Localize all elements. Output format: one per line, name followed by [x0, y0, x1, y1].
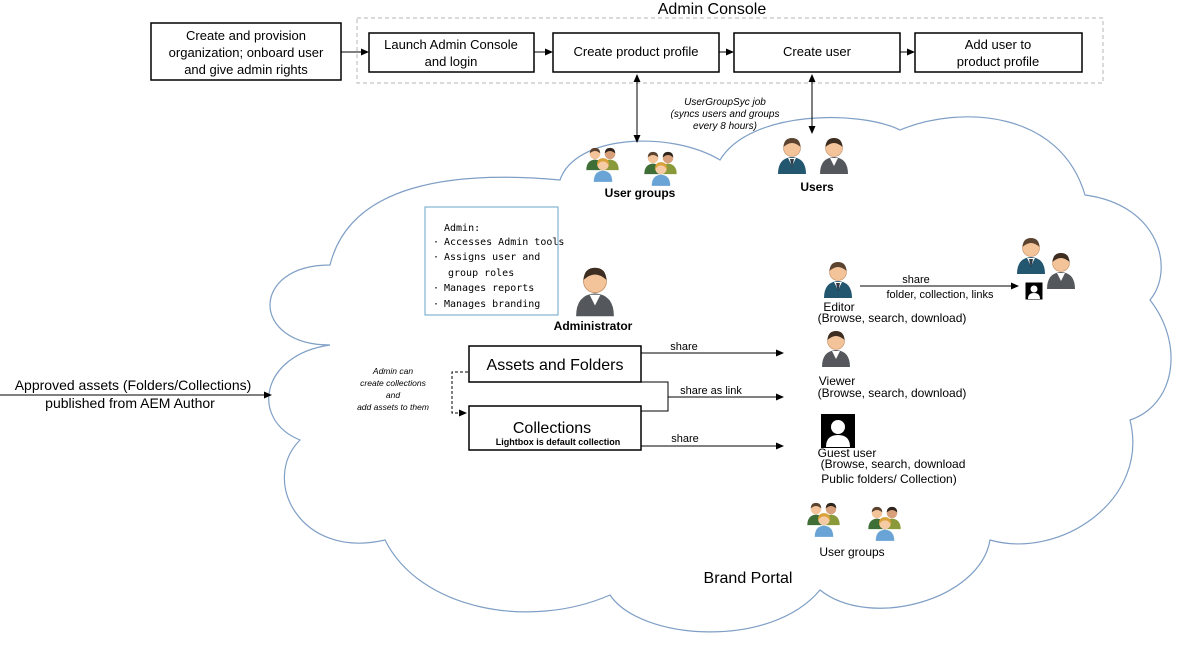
user-groups-label-bottom: User groups	[819, 545, 884, 559]
svg-text:group roles: group roles	[448, 268, 514, 279]
svg-text:create collections: create collections	[360, 378, 426, 388]
svg-text:Collections: Collections	[513, 420, 591, 437]
administrator-label: Administrator	[554, 319, 633, 333]
admin-can-bracket	[451, 371, 468, 417]
guest-user-label: Guest user	[818, 446, 877, 460]
guest-silhouette-icon	[1025, 282, 1043, 300]
assets-and-folders-box: Assets and Folders	[468, 345, 642, 383]
admin-console-title: Admin Console	[658, 1, 767, 18]
step-create-user: Create user	[733, 32, 901, 73]
editor-share-label: share	[902, 274, 930, 286]
viewer-label: Viewer	[819, 374, 855, 388]
step-launch-admin-console: Launch Admin Console and login	[368, 32, 535, 73]
svg-text:organization; onboard user: organization; onboard user	[169, 45, 324, 60]
svg-text:product profile: product profile	[957, 54, 1039, 69]
guest-user-desc-2: Public folders/ Collection)	[821, 472, 956, 486]
svg-text:and: and	[386, 390, 400, 400]
step-provision-organization: Create and provision organization; onboa…	[150, 22, 342, 81]
editor-share-detail: folder, collection, links	[887, 289, 994, 301]
svg-text:·: ·	[433, 237, 439, 248]
svg-text:Manages branding: Manages branding	[444, 299, 540, 310]
svg-text:·: ·	[433, 299, 439, 310]
svg-text:Launch Admin Console: Launch Admin Console	[384, 37, 518, 52]
svg-text:Manages reports: Manages reports	[444, 283, 534, 294]
guest-user-desc-1: (Browse, search, download	[821, 457, 966, 471]
svg-text:Assigns user and: Assigns user and	[444, 252, 540, 263]
svg-text:Add user to: Add user to	[965, 37, 1032, 52]
svg-text:Admin:: Admin:	[444, 223, 480, 234]
admin-note: Admin: · Accesses Admin tools · Assigns …	[424, 206, 564, 316]
approved-assets-line2: published from AEM Author	[45, 395, 215, 411]
users-label: Users	[800, 180, 834, 194]
editor-label: Editor	[823, 300, 854, 314]
guest-user-icon	[821, 414, 855, 448]
svg-text:UserGroupSyc job: UserGroupSyc job	[684, 97, 766, 108]
admin-console-region	[356, 17, 1104, 84]
svg-text:and login: and login	[425, 54, 478, 69]
svg-text:add assets to them: add assets to them	[357, 402, 429, 412]
svg-text:Create product profile: Create product profile	[573, 44, 698, 59]
share-label-1: share	[670, 341, 698, 353]
svg-text:and give admin rights: and give admin rights	[184, 62, 308, 77]
svg-text:(syncs users and groups: (syncs users and groups	[671, 109, 780, 120]
svg-text:Create and provision: Create and provision	[186, 28, 306, 43]
svg-text:Assets and Folders: Assets and Folders	[487, 357, 624, 374]
share-as-link-label: share as link	[680, 385, 742, 397]
admin-can-note: Admin can create collections and add ass…	[357, 366, 429, 412]
approved-assets-line1: Approved assets (Folders/Collections)	[15, 377, 252, 393]
svg-text:Accesses Admin tools: Accesses Admin tools	[444, 237, 564, 248]
brand-portal-label: Brand Portal	[704, 570, 793, 587]
svg-text:·: ·	[433, 283, 439, 294]
editor-desc: (Browse, search, download)	[818, 311, 967, 325]
step-create-product-profile: Create product profile	[552, 32, 720, 73]
user-groups-label-top: User groups	[605, 186, 676, 200]
svg-text:Admin can: Admin can	[372, 366, 413, 376]
svg-text:Lightbox is default collection: Lightbox is default collection	[496, 437, 621, 447]
viewer-desc: (Browse, search, download)	[818, 386, 967, 400]
svg-text:·: ·	[433, 252, 439, 263]
collections-box: Collections Lightbox is default collecti…	[468, 405, 642, 451]
share-label-2: share	[671, 433, 699, 445]
arrow-share-as-link	[641, 381, 783, 412]
svg-text:every 8 hours): every 8 hours)	[693, 121, 757, 132]
svg-text:Create user: Create user	[783, 44, 852, 59]
step-add-user-to-profile: Add user to product profile	[914, 32, 1083, 73]
sync-job-note: UserGroupSyc job (syncs users and groups…	[671, 97, 780, 132]
